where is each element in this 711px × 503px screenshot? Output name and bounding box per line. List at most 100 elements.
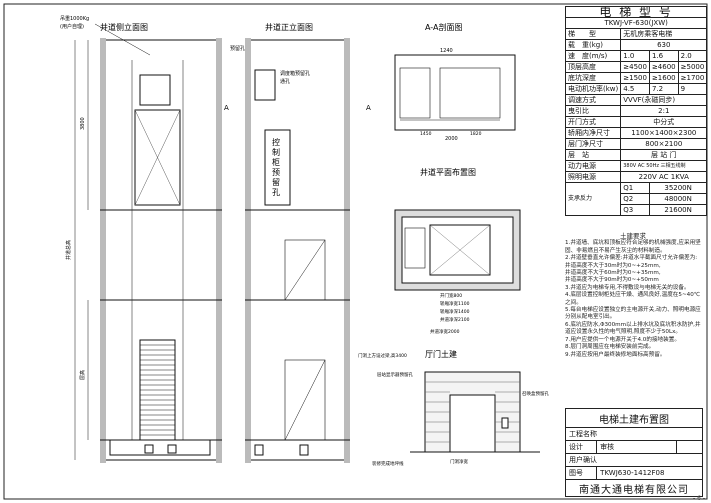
title-block: 电 梯 型 号 TKWJ-VF-630(JXW) 梯 型无机房乘客电梯 载 重(… (564, 6, 708, 497)
power-1: 4.5 (620, 83, 650, 95)
reaction-label: 支承反力 (564, 182, 622, 216)
dim-3800: 3800 (80, 117, 86, 130)
speed-1: 1.0 (620, 50, 650, 62)
spec-label-power: 电动机功率(kw) (564, 83, 622, 95)
dim-shaft-width: 井道净宽2000 (430, 328, 460, 335)
drawing-no-label: 图号 (564, 466, 598, 480)
dim-shaft-depth: 井道净深2100 (440, 316, 470, 323)
note-item: 9.井道应按用户最终装修地面标高预留。 (565, 351, 666, 358)
hook-load-label: 吊重1000Kg (60, 15, 89, 22)
drawing-no-value: TKWJ630-1412F08 (596, 466, 703, 480)
svg-text:层高: 层高 (79, 370, 86, 380)
pit-3: ≥1700 (677, 72, 708, 84)
hall-indicator-label: 层站显示器预留孔 (377, 371, 413, 378)
dim-car-depth: 轿厢净深1400 (440, 308, 470, 315)
project-name-label: 工程名称 (565, 427, 703, 441)
dim-2000-section: 2000 (445, 136, 458, 142)
spec-label-speed: 速 度(m/s) (564, 50, 622, 62)
spec-value-landing-door: 800×2100 (620, 138, 708, 150)
note-item: 井道高度不大于30m时为0~+25mm, (565, 262, 661, 269)
shaft-side-elevation: 井道侧立面图 (60, 15, 222, 463)
model-header: 电 梯 型 号 (564, 6, 708, 18)
spec-label-pit: 底坑深度 (564, 72, 622, 84)
shaft-front-elevation: 井道正立面图 调度箱预留孔 通孔 控制柜预留孔 A A 预留孔 (224, 22, 371, 463)
title-section-aa: A-A剖面图 (425, 22, 462, 32)
reaction-value-q1: 35200N (648, 182, 708, 194)
check-label: 审核 (596, 440, 677, 454)
note-item: 井道高度不大于90m时为0~+50mm (565, 277, 659, 284)
speed-3: 2.0 (677, 50, 708, 62)
spec-value-type: 无机房乘客电梯 (620, 28, 708, 40)
section-marker-left: A (224, 104, 229, 112)
spec-label-roping: 曳引比 (564, 105, 622, 117)
note-item: 2.井道壁垂直允许偏差:井道水平截面尺寸允许偏差为: (565, 255, 698, 262)
user-confirm-label: 用户确认 (565, 453, 703, 467)
spec-label-power-supply: 动力电源 (564, 160, 622, 172)
company-name: 南通大通电梯有限公司 (565, 479, 703, 497)
spec-label-type: 梯 型 (564, 28, 622, 40)
spec-value-car-size: 1100×1400×2300 (620, 127, 708, 139)
spec-label-car-size: 轿厢内净尺寸 (564, 127, 622, 139)
spec-value-door: 中分式 (620, 116, 708, 128)
dim-1450: 1450 (420, 131, 432, 137)
reaction-key-q3: Q3 (620, 204, 650, 216)
note-item: 7.用户应提供一个电源开关于4.0的接地装置。 (565, 336, 680, 343)
note-item: 4.底层设置控制柜处应干燥、通风良好,温度在5~40℃之间。 (565, 292, 701, 306)
title-shaft-front: 井道正立面图 (265, 22, 313, 32)
note-item: 3.井道应为电梯专用,不得敷设与电梯无关的设备。 (565, 284, 690, 291)
through-hole-label: 通孔 (280, 78, 290, 85)
reaction-key-q1: Q1 (620, 182, 650, 194)
spec-label-landing-door: 层门净尺寸 (564, 138, 622, 150)
hook-user-label: (用户自理) (60, 23, 84, 30)
note-item: 6.底坑应防水,Φ300mm以上排水坑及底坑积水防护,井道应设置永久性的电气照明… (565, 321, 701, 336)
spec-value-roping: 2:1 (620, 105, 708, 117)
model-code: TKWJ-VF-630(JXW) (564, 17, 708, 29)
section-marker-right: A (366, 104, 371, 112)
power-2: 7.2 (648, 83, 679, 95)
title-shaft-plan: 井道平面布置图 (420, 167, 476, 177)
spec-label-door: 开门方式 (564, 116, 622, 128)
overhead-2: ≥4600 (648, 61, 679, 73)
title-hall-civil: 厅门土建 (425, 349, 457, 359)
svg-text:井道总高: 井道总高 (65, 240, 72, 260)
note-item: 井道高度不大于60m时为0~+35mm, (565, 270, 661, 277)
notes-title: 土建要求 (620, 232, 646, 240)
door-width-label: 门洞净宽 (450, 458, 468, 465)
design-label: 设计 (564, 440, 598, 454)
dim-open-width: 开门宽800 (440, 292, 462, 299)
civil-requirements-notes: 土建要求 1.井道墙、底坑和顶板应符合足够的机械强度,应采用坚固、非易燃且不易产… (565, 232, 701, 359)
landing-hole-label: 调度箱预留孔 (280, 70, 310, 77)
power-3: 9 (677, 83, 708, 95)
overhead-1: ≥4500 (620, 61, 650, 73)
page-marker: - 6 - (693, 495, 705, 502)
spec-label-load: 载 重(kg) (564, 39, 622, 51)
note-item: 5.每台电梯应设置独立的主电源开关,动力、照明电源应分别从配电室引出。 (565, 307, 701, 321)
overhead-3: ≥5000 (677, 61, 708, 73)
dim-1820: 1820 (470, 131, 482, 137)
control-box-vertical-label: 控制柜预留孔 (272, 137, 280, 197)
reaction-value-q3: 21600N (648, 204, 708, 216)
sheet-border (3, 3, 708, 500)
door-note: 门洞上方设过梁,高3400 (358, 352, 407, 359)
hall-button-label: 召唤盒预留孔 (522, 390, 549, 397)
note-item: 1.井道墙、底坑和顶板应符合足够的机械强度,应采用坚固、非易燃且不易产生灰尘的材… (565, 240, 701, 254)
title-shaft-elevation: 井道侧立面图 (100, 22, 148, 32)
speed-2: 1.6 (648, 50, 679, 62)
dim-1240-top: 1240 (440, 48, 453, 54)
section-aa: A-A剖面图 1240 2000 1450 1820 (394, 22, 516, 142)
spec-value-drive: VVVF(永磁同步) (620, 94, 708, 106)
pit-1: ≥1500 (620, 72, 650, 84)
note-item: 8.层门洞周围应在电梯安装前完成。 (565, 344, 655, 351)
dim-car-width: 轿厢净宽1100 (440, 300, 470, 307)
shaft-plan: 井道平面布置图 开门宽800 轿厢净宽1100 轿厢净深1400 井道净深210… (394, 167, 521, 335)
spec-value-load: 630 (620, 39, 708, 51)
drawing-title: 电梯土建布置图 (565, 408, 703, 428)
reaction-value-q2: 48000N (648, 193, 708, 205)
pit-2: ≥1600 (648, 72, 679, 84)
spec-label-drive: 调速方式 (564, 94, 622, 106)
machine-hole-label: 预留孔 (230, 45, 245, 52)
spec-label-stops: 层 站 (564, 149, 622, 161)
